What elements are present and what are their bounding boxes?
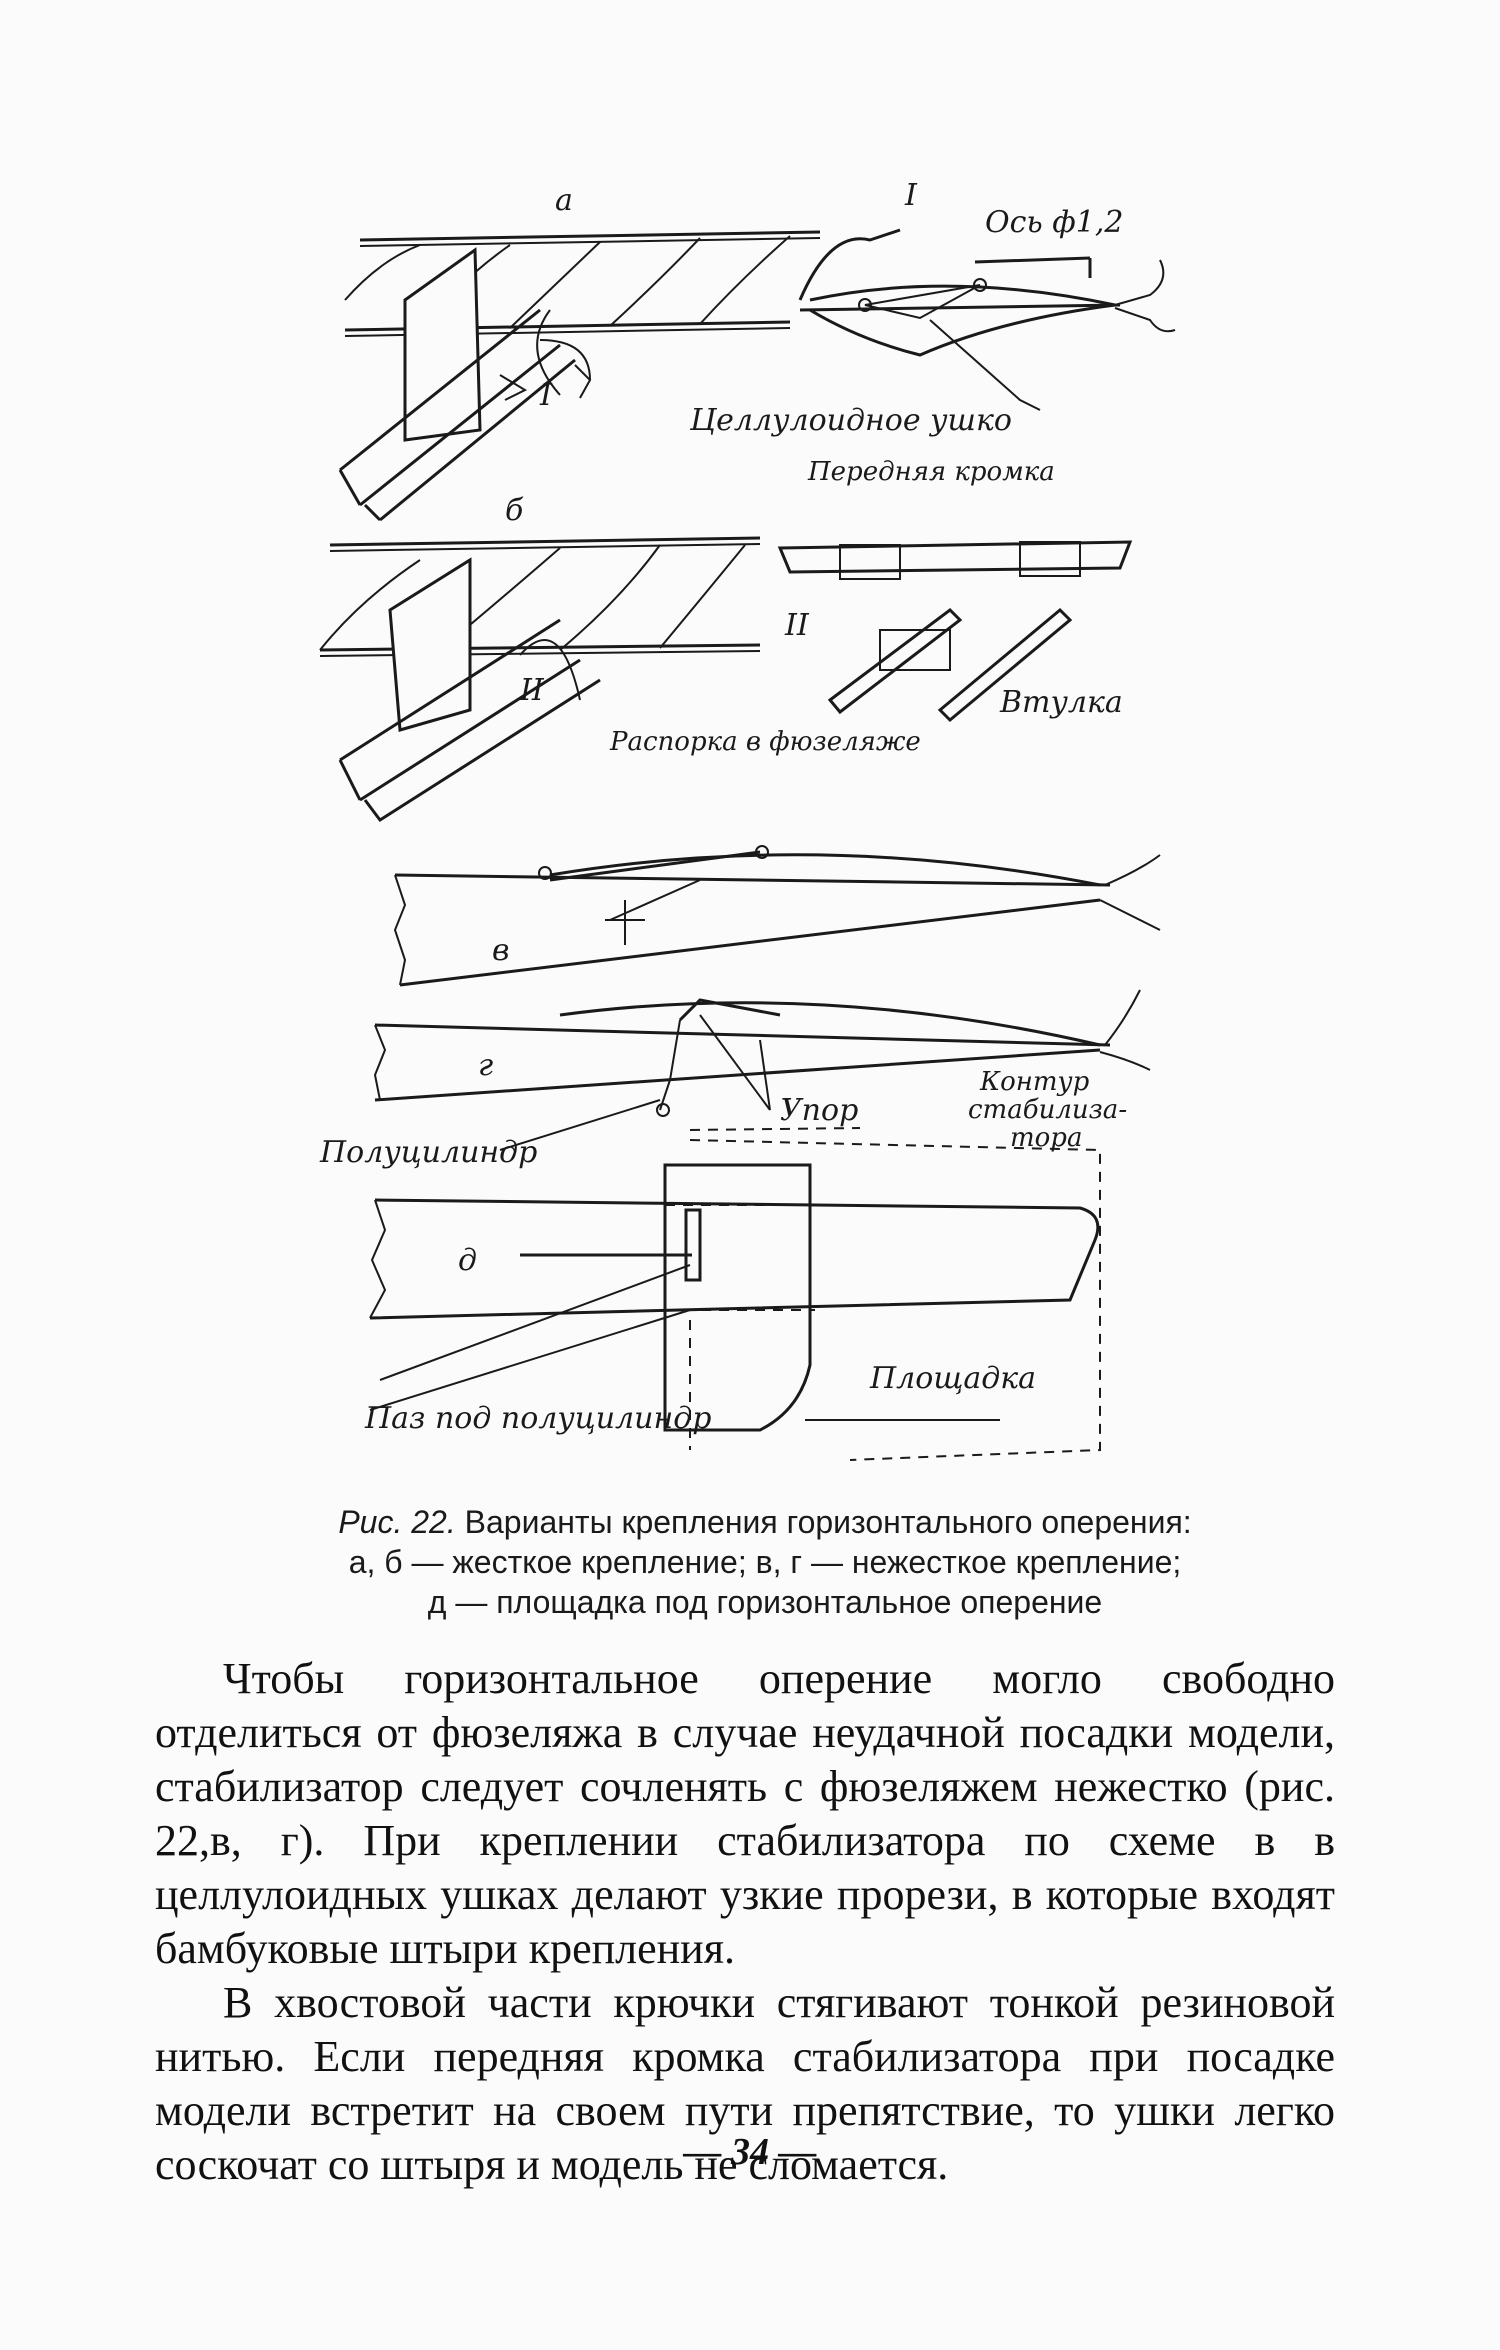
paragraph-1: Чтобы горизонтальное оперение могло своб…	[155, 1654, 1335, 1973]
caption-title: Варианты крепления горизонтального опере…	[464, 1504, 1192, 1540]
panel-v-letter: в	[492, 933, 509, 968]
figure-caption: Рис. 22. Варианты крепления горизонтальн…	[255, 1502, 1275, 1622]
detail-ii-drawing	[777, 540, 1133, 723]
detail-i-drawing	[798, 228, 1176, 411]
panel-d-drawing	[369, 1139, 1101, 1461]
panel-d-letter: д	[458, 1243, 477, 1278]
fuselage-strut-label: Распорка в фюзеляже	[609, 727, 921, 757]
caption-line-2: а, б — жесткое крепление; в, г — нежестк…	[348, 1544, 1182, 1580]
caption-line-3: д — площадка под горизонтальное оперение	[427, 1584, 1103, 1620]
stop-label: Упор	[780, 1093, 858, 1128]
detail-ii-label: II	[784, 608, 810, 643]
panel-b-drawing	[319, 536, 761, 823]
caption-figure-number: Рис. 22.	[338, 1504, 456, 1540]
stabilizer-contour-label-1: Контур	[979, 1067, 1090, 1097]
bushing-label: Втулка	[999, 685, 1123, 720]
rotation-i-label: I	[539, 378, 553, 413]
slot-label: Паз под полуцилиндр	[364, 1401, 711, 1436]
leading-edge-label: Передняя кромка	[807, 457, 1055, 487]
panel-a-drawing	[338, 230, 821, 522]
panel-b-letter: б	[505, 493, 524, 528]
axis-label: Ось ф1,2	[985, 205, 1123, 240]
page-number: — 34 —	[683, 2131, 817, 2173]
celluloid-ear-label: Целлулоидное ушко	[689, 403, 1012, 438]
panel-g-letter: г	[478, 1048, 493, 1083]
paragraph-2: В хвостовой части крючки стягивают тонко…	[155, 1978, 1335, 2189]
contour-dashed-leader	[689, 1127, 861, 1131]
caption-title-line: Рис. 22. Варианты крепления горизонтальн…	[255, 1502, 1275, 1542]
panel-v-drawing	[393, 845, 1161, 987]
panel-a-letter: а	[555, 183, 573, 218]
half-cylinder-label: Полуцилиндр	[319, 1135, 537, 1170]
panel-g-drawing	[373, 989, 1151, 1117]
body-text: Чтобы горизонтальное оперение могло своб…	[155, 1652, 1335, 2192]
stabilizer-contour-label-2: стабилиза-	[968, 1095, 1127, 1125]
half-cylinder-leader	[499, 1099, 661, 1151]
detail-i-label: I	[904, 178, 918, 213]
platform-label: Площадка	[869, 1361, 1036, 1396]
stop-leader-lines	[699, 1014, 771, 1111]
rotation-ii-label: II	[519, 673, 545, 708]
